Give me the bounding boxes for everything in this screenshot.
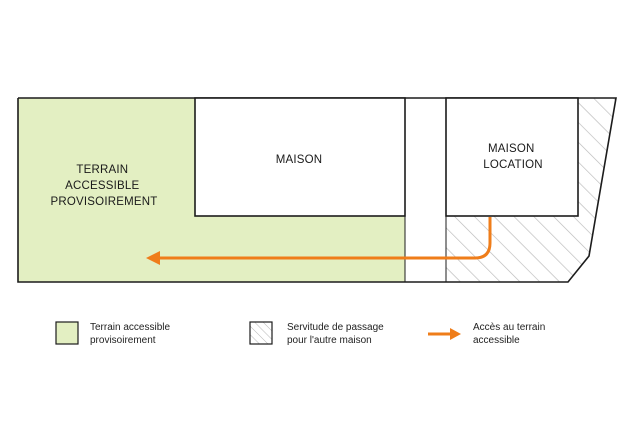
legend-arrow-head xyxy=(450,328,461,340)
access-arrow-head xyxy=(146,251,160,265)
maison-location-label: MAISON LOCATION xyxy=(483,143,543,171)
legend-swatch-accessible xyxy=(55,321,79,345)
terrain-label: TERRAIN ACCESSIBLE PROVISOIREMENT xyxy=(51,164,158,208)
legend-label-accessible: Terrain accessible provisoirement xyxy=(90,322,173,346)
legend-label-acces: Accès au terrain accessible xyxy=(473,322,548,346)
maison-location-building xyxy=(445,97,579,217)
passage-strip xyxy=(405,98,446,282)
legend-label-servitude: Servitude de passage pour l'autre maison xyxy=(287,322,387,346)
maison-label: MAISON xyxy=(276,154,323,166)
access-arrow-path xyxy=(160,217,492,260)
legend-swatch-servitude xyxy=(249,321,273,345)
maison-building xyxy=(194,97,406,217)
